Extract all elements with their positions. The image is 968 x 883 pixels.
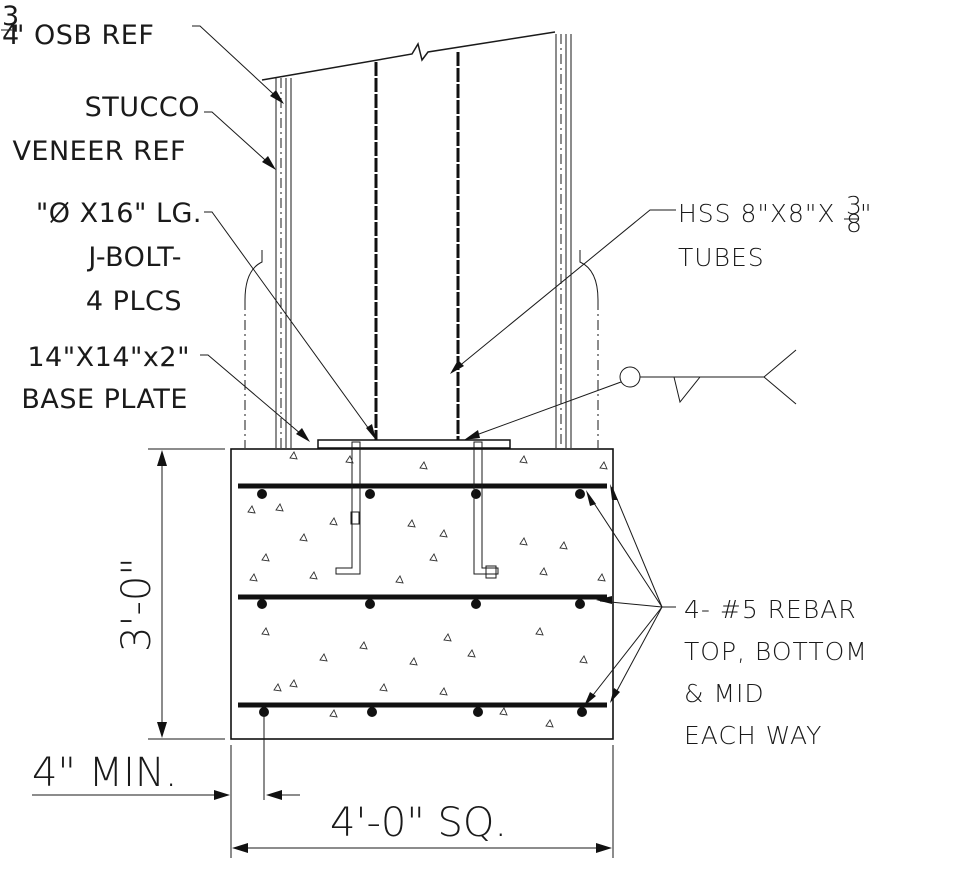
leader-lines [192,25,676,706]
stucco-label-2: VENEER REF [12,136,186,167]
weld-symbol [464,349,797,440]
plate-label-1: 14"X14"x2" [27,342,190,373]
width-dimension: 4'-0" SQ. [330,800,507,846]
jbolt-label-3: 4 PLCS [86,286,182,317]
osb-fraction-num: 3 [2,1,20,32]
concrete-footing [230,448,614,740]
cover-dimension: 4" MIN. [32,750,178,796]
concrete-aggregate [247,451,608,728]
hss-label-2: TUBES [678,243,765,272]
osb-label: " OSB REF [12,20,154,51]
hss-fraction-num: 3 [846,191,863,220]
hss-fraction-tail: " [860,199,873,228]
hss-label-1: HSS 8"X8"X [678,199,836,228]
right-wall-layers [555,34,599,448]
osb-fraction-den: 4 [2,20,20,51]
hss-fraction-den: 8 [846,209,863,238]
rebar-label-4: EACH WAY [684,721,822,750]
rebar-layers [238,483,607,717]
jbolt-label-1: "Ø X16" LG. [36,198,202,229]
callout-labels: 3 4 " OSB REF STUCCO VENEER REF "Ø X16" … [1,1,873,846]
dimension-lines [32,448,614,858]
jbolt-label-2: J-BOLT- [86,242,182,273]
j-bolts [335,441,499,579]
height-dimension: 3'-0" [114,557,160,652]
left-wall-layers [244,78,292,448]
wall-break-line [261,31,556,81]
hss-tubes [374,52,460,440]
rebar-label-1: 4- #5 REBAR [684,595,857,624]
base-plate [317,439,511,449]
stucco-label-1: STUCCO [85,92,200,123]
rebar-label-2: TOP, BOTTOM [684,637,868,666]
rebar-label-3: & MID [684,679,765,708]
plate-label-2: BASE PLATE [21,384,188,415]
